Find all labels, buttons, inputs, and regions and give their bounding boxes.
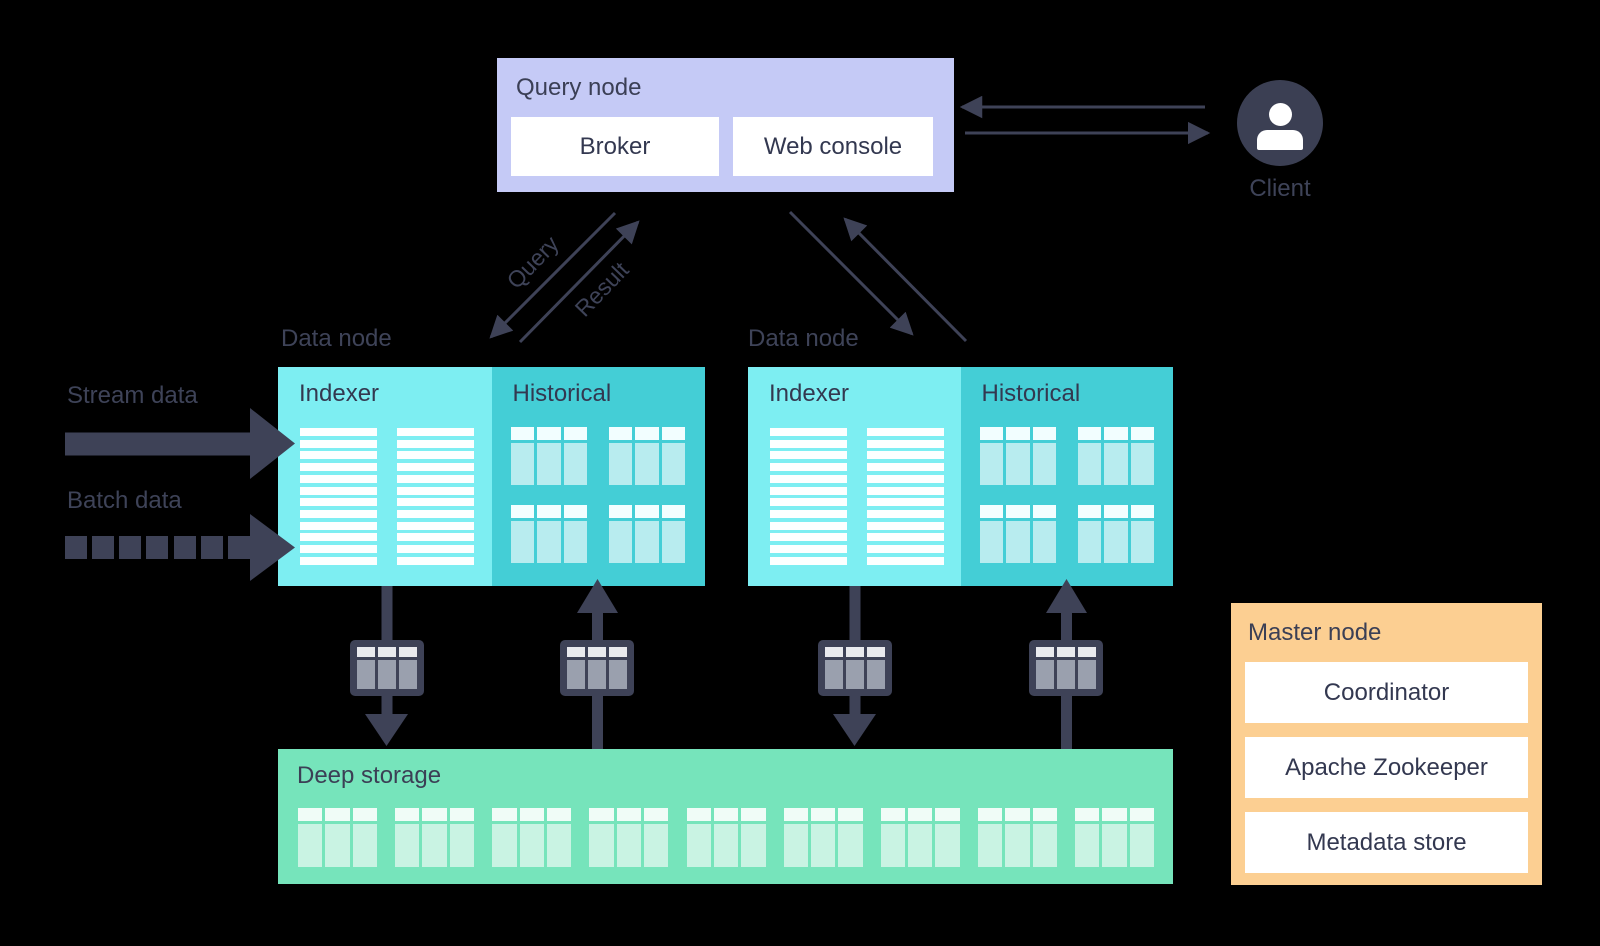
- historical-tables: [510, 427, 686, 563]
- master-node-title: Master node: [1248, 619, 1382, 646]
- coordinator-box: Coordinator: [1245, 662, 1528, 723]
- indexer-segments: [300, 428, 474, 565]
- indexer-label: Indexer: [299, 380, 380, 407]
- deep-storage-box: Deep storage: [278, 749, 1173, 884]
- data-node-2-label: Data node: [748, 325, 859, 352]
- indexer-segments: [770, 428, 944, 565]
- zookeeper-label: Apache Zookeeper: [1285, 753, 1488, 781]
- web-console-box: Web console: [733, 117, 933, 176]
- query-node-title: Query node: [516, 74, 642, 101]
- data-node-2-indexer: Indexer: [748, 367, 961, 586]
- batch-data-label: Batch data: [67, 487, 182, 514]
- indexer1-down-head: [365, 714, 408, 746]
- segment-table-icon: [560, 640, 634, 696]
- data-node-2-box: Indexer Historical: [748, 367, 1173, 586]
- historical-tables: [979, 427, 1155, 563]
- broker-box: Broker: [511, 117, 719, 176]
- client-label: Client: [1249, 175, 1311, 202]
- person-icon: [1269, 103, 1292, 126]
- deep-storage-tables: [298, 808, 1154, 867]
- metadata-store-label: Metadata store: [1306, 828, 1467, 856]
- client-avatar: [1237, 80, 1323, 166]
- deep-storage-title: Deep storage: [297, 762, 442, 789]
- data-node-1-historical: Historical: [491, 367, 705, 586]
- broker-label: Broker: [579, 132, 651, 160]
- indexer2-down-head: [833, 714, 876, 746]
- zookeeper-box: Apache Zookeeper: [1245, 737, 1528, 798]
- query-arrow-label: Query: [501, 230, 564, 294]
- segment-table-icon: [1029, 640, 1103, 696]
- stream-data-label: Stream data: [67, 382, 198, 409]
- person-icon-body: [1257, 130, 1303, 150]
- master-node-items: Coordinator Apache Zookeeper Metadata st…: [1245, 662, 1528, 873]
- data-node-2-historical: Historical: [960, 367, 1173, 586]
- coordinator-label: Coordinator: [1323, 678, 1450, 706]
- data-node-1-label: Data node: [281, 325, 392, 352]
- stream-data-arrow: [65, 408, 295, 479]
- result-arrow-label: Result: [569, 256, 634, 322]
- segment-table-icon: [818, 640, 892, 696]
- historical-label: Historical: [981, 380, 1081, 407]
- data-node-1-indexer: Indexer: [278, 367, 492, 586]
- segment-table-icon: [350, 640, 424, 696]
- metadata-store-box: Metadata store: [1245, 812, 1528, 873]
- data-node-1-box: Indexer Historical: [278, 367, 705, 586]
- data-node-2-to-query-arrow: [843, 217, 968, 343]
- query-node-box: Query node Broker Web console: [497, 58, 954, 192]
- indexer-label: Indexer: [769, 380, 850, 407]
- web-console-label: Web console: [763, 132, 903, 160]
- query-to-data-node-2-arrow: [788, 210, 914, 336]
- master-node-box: Master node Coordinator Apache Zookeeper…: [1231, 603, 1542, 885]
- historical-label: Historical: [512, 380, 612, 407]
- batch-data-dashed-arrow: [65, 536, 250, 559]
